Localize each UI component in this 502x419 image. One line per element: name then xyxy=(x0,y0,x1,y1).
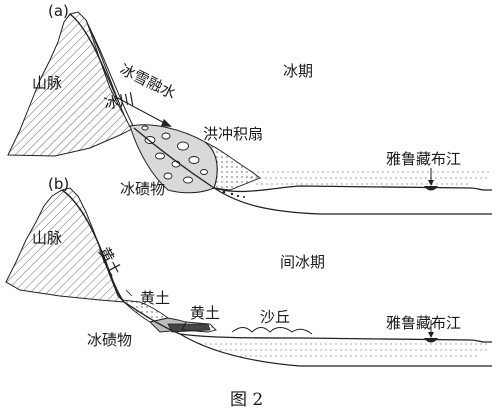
loess-label-mid: 黄土 xyxy=(140,289,171,307)
river-label-a: 雅鲁藏布江 xyxy=(386,150,462,168)
gravel-trail-a xyxy=(222,190,245,198)
mountain-label-a: 山脉 xyxy=(32,74,63,92)
river-label-b: 雅鲁藏布江 xyxy=(386,314,462,332)
river-arrowhead-b xyxy=(428,332,434,338)
sediment-layers-b xyxy=(200,343,490,357)
surface-line-a xyxy=(133,127,492,193)
loess-label-low: 黄土 xyxy=(190,304,221,322)
panel-b xyxy=(5,187,492,367)
figure-caption: 图 2 xyxy=(230,390,264,410)
loess-low-b xyxy=(181,321,217,333)
alluvial-fan-a xyxy=(204,141,261,191)
surface-line-b xyxy=(123,301,492,343)
meltwater-arrow-line xyxy=(113,95,171,127)
moraine-label-a: 冰碛物 xyxy=(120,180,166,198)
river-channel-a xyxy=(424,186,438,191)
mountain-a xyxy=(7,11,135,157)
period-label-glacial: 冰期 xyxy=(283,62,314,80)
river-arrowhead-a xyxy=(428,180,434,186)
panel-a xyxy=(7,11,492,215)
mountain-b xyxy=(5,187,126,303)
loess-leader-b xyxy=(125,289,133,297)
meltwater-arrowhead xyxy=(161,119,172,127)
sand-dunes-label: 沙丘 xyxy=(260,308,291,326)
period-label-interglacial: 间冰期 xyxy=(280,253,326,271)
mountain-label-b: 山脉 xyxy=(32,229,63,247)
sand-dunes-b xyxy=(231,327,313,335)
valley-floor-a xyxy=(213,187,492,215)
valley-floor-b xyxy=(179,333,492,367)
alluvial-fan-label: 洪冲积扇 xyxy=(203,125,264,143)
panel-a-tag: (a) xyxy=(48,2,69,20)
moraine-label-b: 冰碛物 xyxy=(87,331,133,349)
panel-b-tag: (b) xyxy=(48,175,70,193)
sediment-layers-a xyxy=(250,171,490,185)
river-channel-b xyxy=(424,338,438,343)
